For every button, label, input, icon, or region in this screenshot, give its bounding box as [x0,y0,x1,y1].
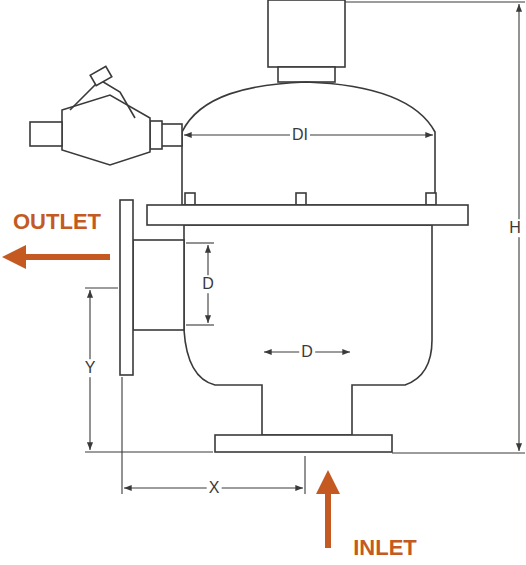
dimension-label: D [200,275,216,293]
inlet-arrowhead [316,470,340,494]
pilot-valve-cap [70,80,135,118]
nut [150,121,162,149]
outlet-arrowhead [2,245,26,269]
actuator-neck [278,67,335,82]
dimension-label: H [507,219,523,237]
dimension-label: D [299,343,315,361]
bolt [426,193,436,205]
bolt [296,193,306,205]
valve-cover [182,82,435,205]
pilot-valve-port [30,122,62,146]
outlet-pipe [133,240,184,330]
nipple [160,124,182,146]
dimension-label: Y [83,359,98,377]
bolt [185,193,195,205]
actuator [268,0,345,67]
dimension-label: X [207,479,222,497]
flow-label: INLET [351,536,419,560]
inlet-arrow [325,492,331,548]
outlet-flange [120,200,133,375]
body-flange [147,205,468,225]
inlet-flange [215,435,392,452]
flow-label: OUTLET [11,210,103,234]
valve-body [184,225,432,435]
dimension-label: DI [290,126,310,144]
outlet-arrow [22,254,110,260]
pilot-valve-top [90,66,112,85]
